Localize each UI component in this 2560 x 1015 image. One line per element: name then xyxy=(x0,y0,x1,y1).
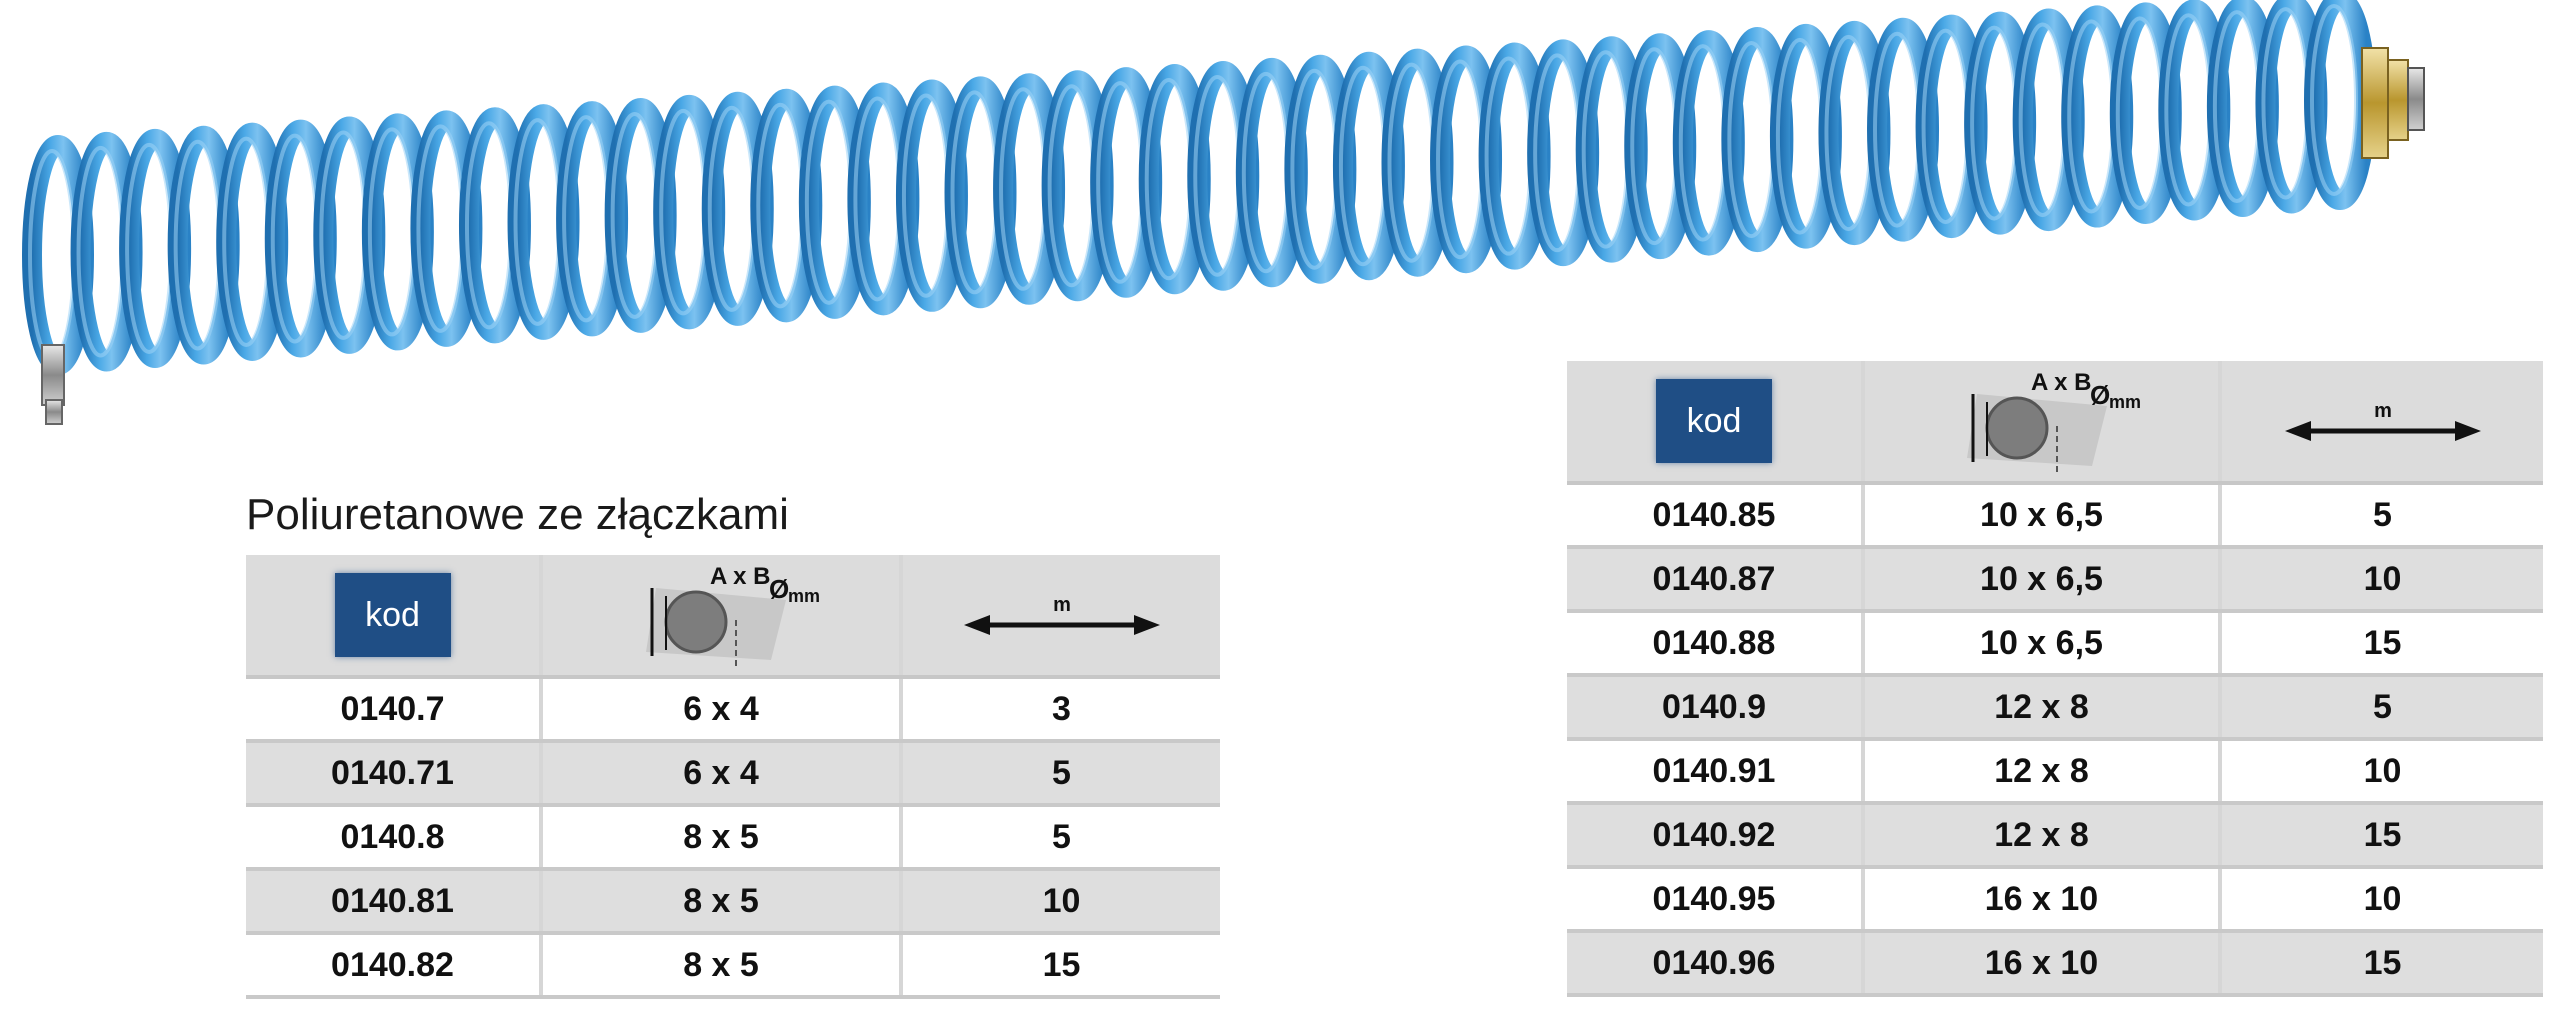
double-arrow-icon: m xyxy=(2222,391,2543,451)
length-cell: 5 xyxy=(2218,675,2543,741)
length-cell: 10 xyxy=(2218,547,2543,613)
left-fitting-icon xyxy=(41,344,65,425)
code-cell: 0140.95 xyxy=(1567,867,1863,933)
length-cell: 15 xyxy=(2218,803,2543,869)
double-arrow-icon: m xyxy=(963,594,1160,635)
kod-header: kod xyxy=(1567,361,1863,485)
length-cell: 5 xyxy=(2218,483,2543,549)
length-cell: 5 xyxy=(899,741,1220,807)
code-cell: 0140.71 xyxy=(246,741,541,807)
code-cell: 0140.87 xyxy=(1567,547,1863,613)
hose-coil xyxy=(2304,0,2376,210)
spiral-hose-image xyxy=(22,0,2425,425)
size-cell: 6 x 4 xyxy=(539,741,901,807)
dimension-label: A x B xyxy=(710,563,770,590)
size-cell: 12 x 8 xyxy=(1861,803,2220,869)
dimension-label: A x B xyxy=(2031,369,2091,396)
size-cell: 8 x 5 xyxy=(539,933,901,999)
length-header: m xyxy=(899,555,1220,679)
size-cell: 10 x 6,5 xyxy=(1861,483,2220,549)
code-cell: 0140.92 xyxy=(1567,803,1863,869)
code-cell: 0140.81 xyxy=(246,869,541,935)
code-cell: 0140.85 xyxy=(1567,483,1863,549)
size-cell: 8 x 5 xyxy=(539,805,901,871)
length-cell: 10 xyxy=(899,869,1220,935)
diameter-symbol: Ø xyxy=(769,574,789,604)
length-cell: 10 xyxy=(2218,739,2543,805)
size-cell: 12 x 8 xyxy=(1861,739,2220,805)
double-arrow-icon: m xyxy=(903,585,1220,645)
code-cell: 0140.96 xyxy=(1567,931,1863,997)
length-unit: m xyxy=(2374,400,2392,422)
kod-badge: kod xyxy=(1656,379,1772,463)
length-cell: 15 xyxy=(2218,611,2543,677)
code-cell: 0140.9 xyxy=(1567,675,1863,741)
size-cell: 12 x 8 xyxy=(1861,675,2220,741)
length-cell: 10 xyxy=(2218,867,2543,933)
length-cell: 15 xyxy=(2218,931,2543,997)
length-unit: m xyxy=(1053,594,1071,616)
diameter-symbol: Ø xyxy=(2090,380,2110,410)
size-cell: 16 x 10 xyxy=(1861,931,2220,997)
code-cell: 0140.82 xyxy=(246,933,541,999)
size-cell: 10 x 6,5 xyxy=(1861,611,2220,677)
size-cell: 16 x 10 xyxy=(1861,867,2220,933)
diameter-unit: mm xyxy=(2109,392,2141,412)
double-arrow-icon: m xyxy=(2284,400,2481,441)
section-title: Poliuretanowe ze złączkami xyxy=(246,490,789,539)
code-cell: 0140.8 xyxy=(246,805,541,871)
diameter-unit: mm xyxy=(788,586,820,606)
code-cell: 0140.91 xyxy=(1567,739,1863,805)
hose-coil-highlight xyxy=(2310,4,2358,196)
size-cell: 10 x 6,5 xyxy=(1861,547,2220,613)
code-cell: 0140.88 xyxy=(1567,611,1863,677)
length-cell: 15 xyxy=(899,933,1220,999)
kod-badge: kod xyxy=(334,573,451,657)
kod-header: kod xyxy=(246,555,541,679)
size-cell: 6 x 4 xyxy=(539,677,901,743)
right-fitting-icon xyxy=(2361,47,2425,159)
length-cell: 3 xyxy=(899,677,1220,743)
length-header: m xyxy=(2218,361,2543,485)
code-cell: 0140.7 xyxy=(246,677,541,743)
length-cell: 5 xyxy=(899,805,1220,871)
size-cell: 8 x 5 xyxy=(539,869,901,935)
